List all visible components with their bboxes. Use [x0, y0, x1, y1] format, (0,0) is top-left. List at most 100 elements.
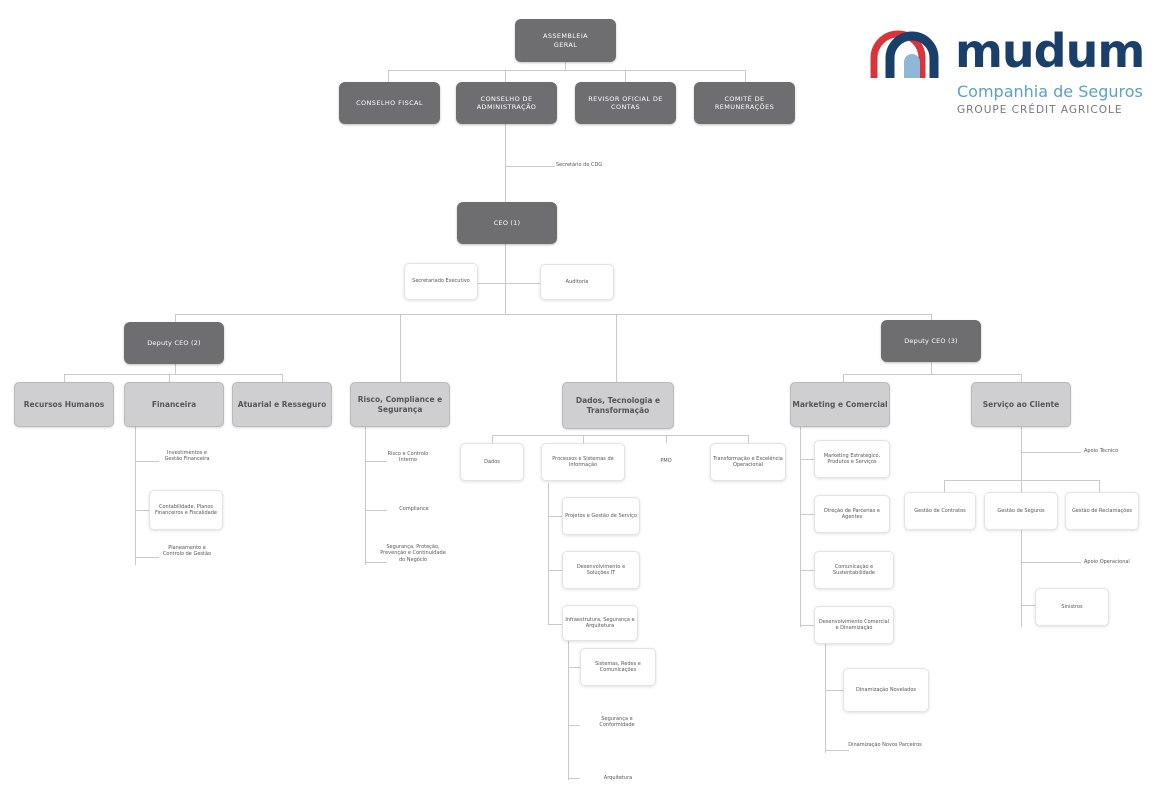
servico-cliente-box: Serviço ao Cliente [971, 382, 1071, 427]
line [616, 314, 617, 382]
line [548, 624, 562, 625]
line [1099, 480, 1100, 492]
line [492, 435, 493, 443]
infraestrutura-seguranca-box: Infraestrutura, Segurança e Arquitetura [562, 605, 638, 641]
atuarial-resseguro-box: Atuarial e Resseguro [232, 382, 332, 427]
line [944, 480, 1099, 481]
line [400, 314, 401, 382]
contabilidade-box: Contabilidade, Planos Financeiros e Fisc… [149, 490, 223, 530]
line [282, 374, 283, 382]
line [64, 374, 282, 375]
line [548, 483, 549, 625]
line [169, 374, 170, 382]
line [175, 364, 176, 374]
assembleia-geral-box: ASSEMBLEIA GERAL [515, 19, 616, 62]
line [800, 514, 814, 515]
line [800, 459, 814, 460]
sistemas-redes-box: Sistemas, Redes e Comunicações [580, 648, 656, 686]
arquitetura-label: Arquitetura [603, 775, 633, 781]
line [135, 461, 159, 462]
apoio-operacional-label: Apoio Operacional [1084, 559, 1130, 565]
auditoria-box: Auditoria [540, 264, 614, 300]
projetos-gestao-box: Projetos e Gestão de Serviço [562, 497, 640, 535]
line [135, 510, 149, 511]
line [745, 70, 746, 82]
compliance-label: Compliance [399, 506, 429, 512]
risco-compliance-box: Risco, Compliance e Segurança [350, 382, 450, 427]
seguranca-protecao-label: Segurança, Proteção, Prevenção e Continu… [380, 544, 446, 563]
logo-group: GROUPE CRÉDIT AGRICOLE [957, 104, 1123, 116]
line [135, 557, 159, 558]
dados-tecnologia-box: Dados, Tecnologia e Transformação [562, 382, 674, 429]
gestao-contratos-box: Gestão de Contratos [904, 492, 976, 530]
secretario-cdg-label: Secretário do CDG [556, 162, 603, 168]
logo-name: mudum [955, 24, 1145, 78]
conselho-fiscal-box: CONSELHO FISCAL [339, 82, 440, 124]
line [800, 625, 814, 626]
line [505, 244, 506, 314]
line [135, 427, 136, 565]
line [944, 480, 945, 492]
apoio-tecnico-label: Apoio Técnico [1084, 448, 1119, 454]
dinamizacao-novelados-box: Dinamização Novelados [843, 668, 929, 712]
line [548, 570, 562, 571]
line [825, 690, 843, 691]
dinamizacao-novos-parceiros-label: Dinamização Novos Parceiros [848, 742, 922, 748]
line [666, 435, 667, 443]
line [931, 314, 932, 322]
line [568, 640, 569, 780]
line [1021, 374, 1022, 382]
line [565, 62, 566, 70]
line [365, 461, 387, 462]
deputy-ceo-right-box: Deputy CEO (3) [881, 320, 981, 362]
line [825, 750, 849, 751]
logo-subtitle: Companhia de Seguros [957, 82, 1143, 101]
line [1021, 562, 1081, 563]
mudum-logo-icon [870, 30, 939, 78]
line [825, 643, 826, 753]
comite-remuneracoes-box: COMITÉ DE REMUNERAÇÕES [694, 82, 795, 124]
line [843, 374, 1021, 375]
transformacao-excelencia-box: Transformação e Excelência Operacional [710, 443, 786, 481]
line [365, 427, 366, 565]
line [568, 725, 580, 726]
gestao-reclamacoes-box: Gestão de Reclamações [1065, 492, 1139, 530]
line [505, 166, 555, 167]
pmo-label: PMO [660, 458, 672, 464]
financeira-box: Financeira [124, 382, 224, 427]
deputy-ceo-left-box: Deputy CEO (2) [124, 322, 224, 364]
recursos-humanos-box: Recursos Humanos [14, 382, 114, 427]
line [800, 427, 801, 627]
secretariado-executivo-box: Secretariado Executivo [404, 263, 478, 300]
line [365, 562, 387, 563]
line [1021, 605, 1035, 606]
line [931, 362, 932, 374]
desenvolvimento-solucoes-box: Desenvolvimento e Soluções IT [562, 551, 640, 589]
line [843, 374, 844, 382]
line [492, 435, 748, 436]
comunicacao-sustentabilidade-box: Comunicação e Sustentabilidade [814, 551, 894, 589]
line [505, 124, 506, 202]
parcerias-agentes-box: Direção de Parcerias e Agentes [814, 495, 890, 533]
line [800, 570, 814, 571]
line [175, 314, 931, 315]
risco-controlo-label: Risco e Controlo Interno [387, 451, 429, 464]
line [388, 70, 745, 71]
processos-sistemas-box: Processos e Sistemas de Informação [541, 443, 625, 481]
conselho-administracao-box: CONSELHO DE ADMINISTRAÇÃO [456, 82, 557, 124]
line [568, 667, 580, 668]
line [1021, 452, 1081, 453]
marketing-comercial-box: Marketing e Comercial [790, 382, 890, 427]
investimentos-label: Investimentos e Gestão Financeira [164, 450, 210, 463]
line [505, 70, 506, 82]
sinistros-box: Sinistros [1035, 588, 1109, 626]
seguranca-conformidade-label: Segurança e Conformidade [599, 716, 635, 729]
line [548, 516, 562, 517]
marketing-estrategico-box: Marketing Estratégico, Produtos e Serviç… [814, 440, 890, 478]
line [625, 70, 626, 82]
revisor-oficial-box: REVISOR OFICIAL DE CONTAS [575, 82, 676, 124]
desenvolvimento-comercial-box: Desenvolvimento Comercial e Dinamização [814, 606, 894, 644]
ceo-box: CEO (1) [457, 202, 557, 244]
line [748, 435, 749, 443]
line [478, 283, 540, 284]
